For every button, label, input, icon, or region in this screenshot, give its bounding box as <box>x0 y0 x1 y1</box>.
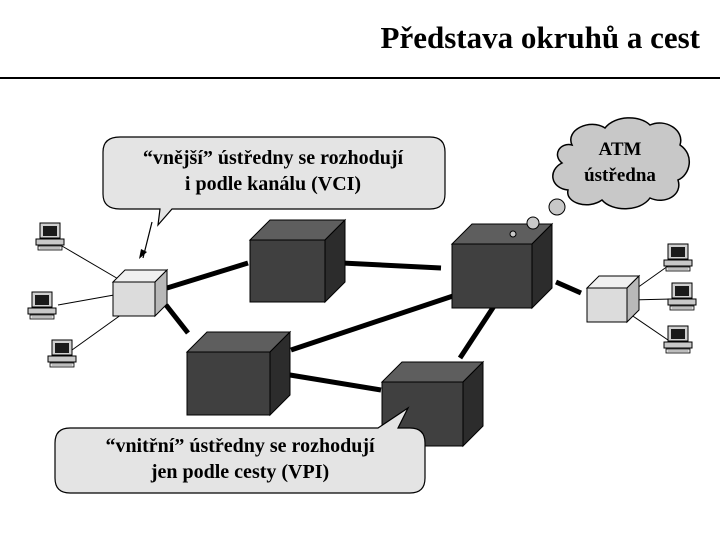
inner-callout-text: “vnitřní” ústředny se rozhodují jen podl… <box>55 433 425 485</box>
title-rule <box>0 77 720 79</box>
inner-switch <box>185 330 292 417</box>
callout-line: i podle kanálu (VCI) <box>184 173 362 195</box>
cloud-label: ATM ústředna <box>560 137 680 189</box>
callout-line: “vnější” ústředny se rozhodují <box>142 147 404 169</box>
computer-icon <box>47 339 77 368</box>
computer-icon <box>35 222 65 251</box>
trunk-line <box>341 260 442 271</box>
pc-link <box>57 294 115 306</box>
computer-icon <box>27 291 57 320</box>
computer-icon <box>667 282 697 311</box>
computer-icon <box>663 243 693 272</box>
trunk-line <box>164 303 190 335</box>
outer-switch <box>111 268 169 318</box>
cloud-line: ústředna <box>584 165 656 186</box>
inner-switch <box>450 222 554 310</box>
atm-cloud <box>509 117 690 238</box>
callout-line: “vnitřní” ústředny se rozhodují <box>105 435 375 457</box>
cloud-line: ATM <box>598 139 642 160</box>
trunk-line <box>166 260 249 291</box>
inner-switch <box>380 360 485 448</box>
inner-switch <box>248 218 347 304</box>
callout-line: jen podle cesty (VPI) <box>150 461 330 483</box>
inner-switch-callout <box>54 406 426 494</box>
trunk-line <box>289 372 382 393</box>
pc-link <box>61 245 121 281</box>
trunk-links <box>164 260 583 393</box>
outer-switch-callout <box>102 136 446 259</box>
trunk-line <box>290 293 454 353</box>
computer-icon <box>663 325 693 354</box>
trunk-line <box>554 279 583 296</box>
outer-switch <box>585 274 641 324</box>
outer-callout-text: “vnější” ústředny se rozhodují i podle k… <box>103 145 443 197</box>
slide-title: Představa okruhů a cest <box>380 20 700 55</box>
pc-link <box>71 311 126 351</box>
